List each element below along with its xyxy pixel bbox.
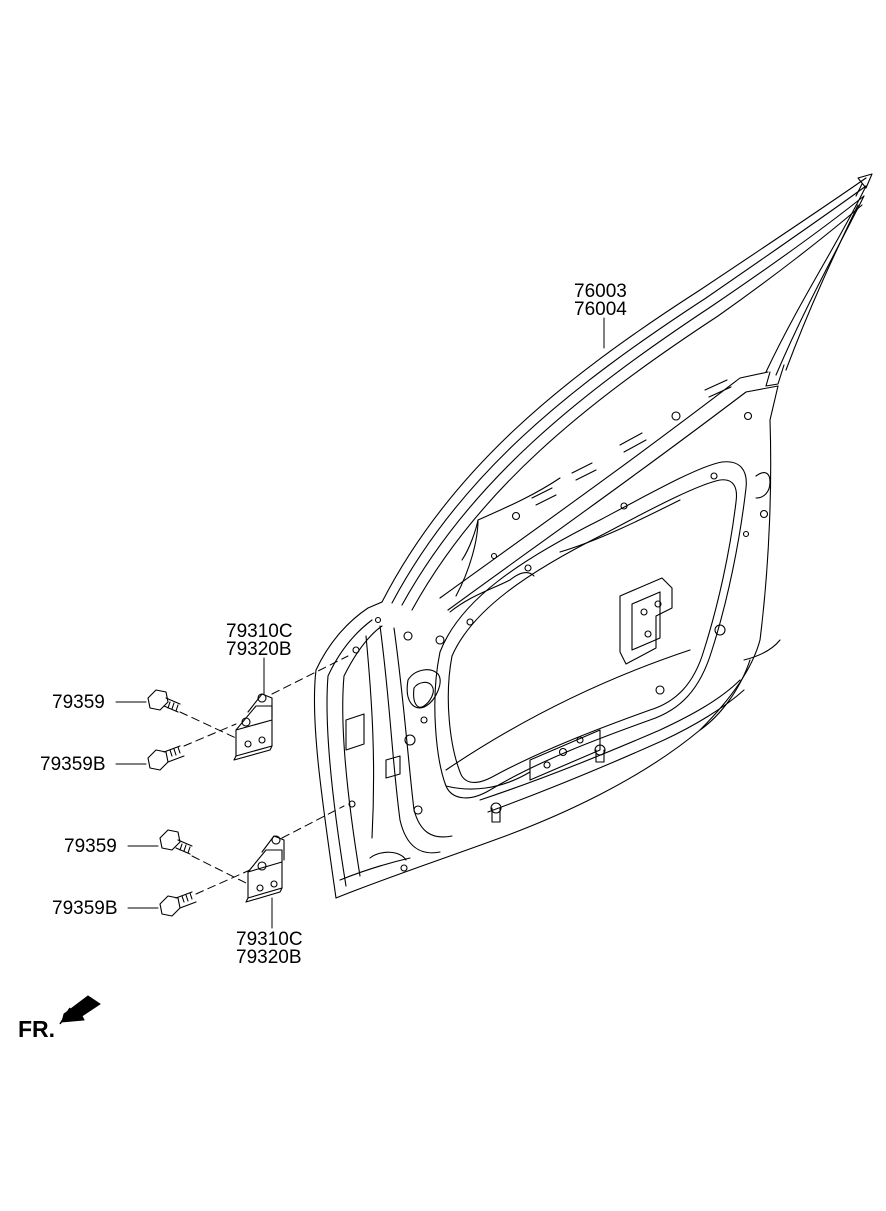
front-direction-arrow-icon	[59, 995, 101, 1025]
callout-upper-79320B: 79320B	[226, 639, 292, 660]
callout-lower-79310C: 79310C	[236, 929, 303, 950]
front-direction-label: FR.	[18, 1016, 56, 1042]
callout-upper-79359B: 79359B	[40, 754, 106, 775]
callout-upper-79310C: 79310C	[226, 621, 293, 642]
bolt-lower-79359B	[159, 891, 197, 917]
door-inner-panel	[313, 385, 781, 899]
bolt-upper-79359B	[147, 745, 185, 771]
callout-lower-79359: 79359	[64, 836, 117, 857]
lower-hinge	[245, 835, 285, 903]
callout-76004: 76004	[574, 299, 627, 320]
callout-lower-79359B: 79359B	[52, 898, 118, 919]
bolt-lower-79359	[159, 829, 193, 855]
callout-lower-79320B: 79320B	[236, 947, 302, 968]
alignment-dashes	[179, 655, 349, 895]
callout-upper-79359: 79359	[52, 692, 105, 713]
leader-lines	[115, 317, 605, 929]
door-frame-outline	[381, 173, 873, 611]
callout-76003: 76003	[574, 281, 627, 302]
bolt-upper-79359	[147, 689, 181, 713]
upper-hinge	[233, 693, 273, 761]
